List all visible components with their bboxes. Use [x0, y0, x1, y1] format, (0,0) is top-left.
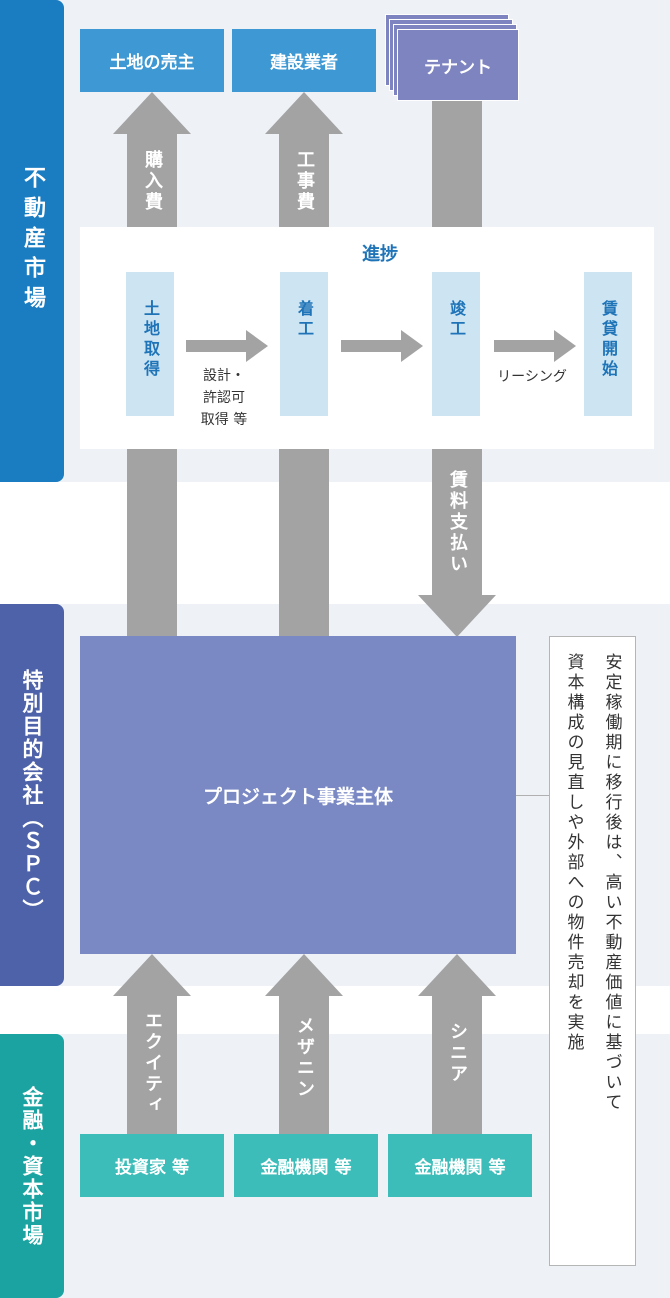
senior-label: シニア [447, 1021, 468, 1085]
progress-title: 進捗 [362, 244, 398, 265]
mezzanine-arrow-shaft [279, 994, 329, 1134]
equity-arrow-shaft [127, 994, 177, 1134]
land-seller-box: 土地の売主 [80, 29, 224, 92]
equity-arrow-head [113, 954, 191, 996]
note-box: 安定稼働期に移行後は、高い不動産価値に基づいて 資本構成の見直しや外部への物件売… [549, 636, 636, 1266]
stage-construction-start: 着工 [280, 272, 328, 416]
tenant-arrow-shaft-top [432, 98, 482, 228]
capital-market-label: 金融・資本市場 [0, 1034, 64, 1298]
note-connector-line [516, 795, 549, 796]
rent-arrow-head [418, 595, 496, 637]
real-estate-market-label: 不動産市場 [0, 0, 64, 482]
project-entity-box: プロジェクト事業主体 [80, 636, 516, 954]
stage-land-acquisition: 土地取得 [126, 272, 174, 416]
rent-arrow-shaft [432, 449, 482, 596]
construction-arrow-head [265, 92, 343, 134]
purchase-arrow-shaft [127, 132, 177, 227]
financial-institutions-box-2: 金融機関 等 [388, 1134, 532, 1197]
rent-payment-label: 賃料支払い [447, 469, 468, 575]
stage-completion: 竣工 [432, 272, 480, 416]
step-arrow-3 [494, 330, 576, 362]
step-arrow-1 [186, 330, 268, 362]
purchase-cost-label: 購入費 [142, 149, 163, 213]
note-line-1: 安定稼働期に移行後は、高い不動産価値に基づいて [601, 653, 622, 1113]
financial-institutions-box-1: 金融機関 等 [234, 1134, 378, 1197]
stage-lease-start: 賃貸開始 [584, 272, 632, 416]
investors-box: 投資家 等 [80, 1134, 224, 1197]
construction-shaft-lower [279, 449, 329, 636]
spc-label: 特別目的会社（ＳＰＣ） [0, 604, 64, 986]
mezzanine-label: メザニン [294, 1016, 315, 1100]
senior-arrow-shaft [432, 994, 482, 1134]
land-shaft-lower [127, 449, 177, 636]
construction-arrow-shaft [279, 132, 329, 227]
construction-cost-label: 工事費 [294, 149, 315, 213]
mezzanine-arrow-head [265, 954, 343, 996]
step-arrow-2 [341, 330, 423, 362]
contractor-box: 建設業者 [232, 29, 376, 92]
tenant-box: テナント [397, 29, 519, 101]
equity-label: エクイティ [142, 1010, 163, 1116]
note-line-2: 資本構成の見直しや外部への物件売却を実施 [563, 653, 584, 1053]
design-permit-note: 設計・ 許認可 取得 等 [200, 368, 248, 428]
senior-arrow-head [418, 954, 496, 996]
leasing-note: リーシング [497, 369, 567, 385]
purchase-arrow-head [113, 92, 191, 134]
